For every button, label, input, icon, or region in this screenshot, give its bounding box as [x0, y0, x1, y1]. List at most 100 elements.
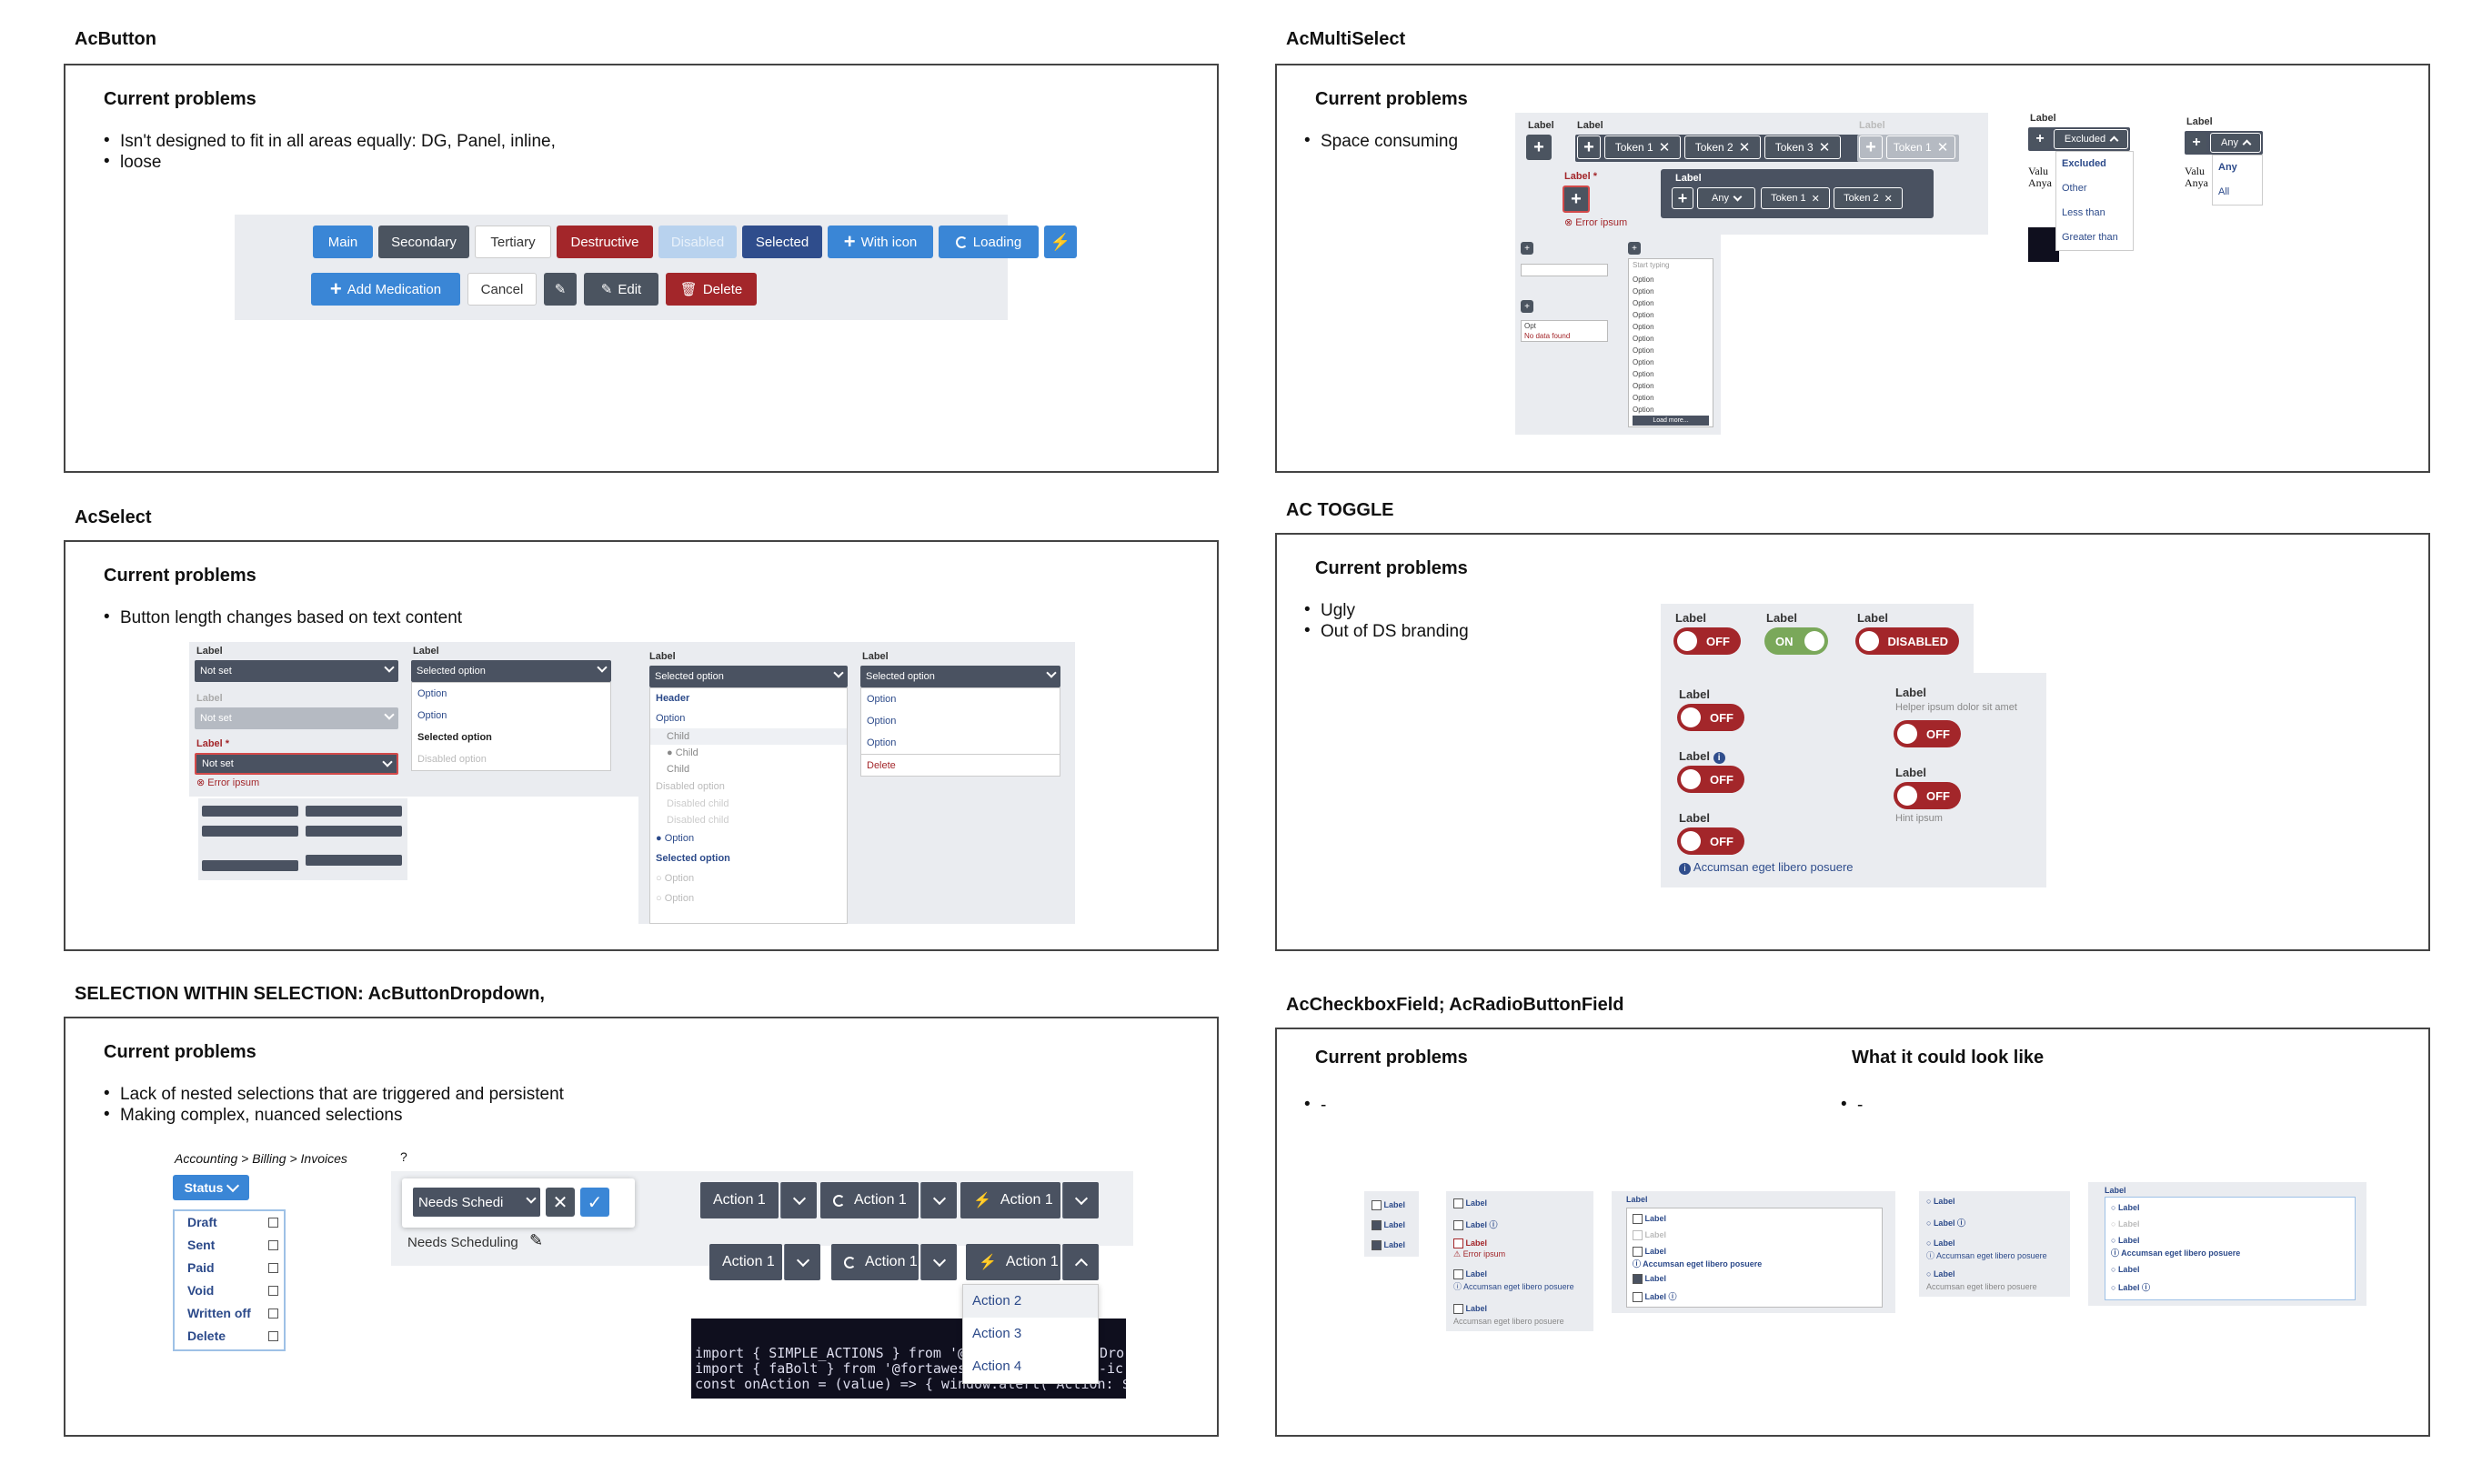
action-bolt-button[interactable]: ⚡Action 1 — [960, 1182, 1060, 1218]
close-icon[interactable]: ✕ — [1658, 140, 1671, 155]
option[interactable]: Option — [1633, 358, 1654, 366]
any-select[interactable]: Any — [1697, 187, 1755, 209]
action-button[interactable]: Action 1 — [700, 1182, 779, 1218]
checkbox-icon[interactable] — [1633, 1214, 1643, 1225]
radio-row[interactable]: ○ Label — [2111, 1265, 2140, 1274]
add-token-button-error[interactable]: + — [1563, 186, 1590, 213]
checkbox-icon[interactable] — [1453, 1304, 1463, 1315]
action-menu-item[interactable]: Action 3 — [972, 1326, 1022, 1341]
selected-option[interactable]: Selected option — [417, 732, 492, 743]
option[interactable]: Option — [867, 694, 897, 705]
mini-select[interactable] — [306, 806, 402, 817]
add-token-button[interactable]: + — [1577, 135, 1601, 159]
needs-scheduling-select[interactable]: Needs Schedi — [413, 1188, 540, 1217]
toggle-off[interactable]: OFF — [1677, 704, 1744, 731]
action-chevron[interactable] — [1062, 1182, 1099, 1218]
checkbox-icon[interactable] — [1633, 1247, 1643, 1258]
add-token-button[interactable]: + — [2030, 129, 2050, 149]
checkbox-row[interactable]: Label — [1633, 1214, 1666, 1225]
checkbox-checked-icon[interactable] — [1633, 1274, 1643, 1285]
option-selected[interactable]: ● Option — [656, 833, 695, 844]
cancel-icon-button[interactable]: ✕ — [546, 1188, 575, 1217]
action-menu-item[interactable]: Action 2 — [963, 1285, 1098, 1318]
action-bolt-button[interactable]: ⚡Action 1 — [966, 1244, 1060, 1280]
error-select[interactable]: Not set — [195, 753, 398, 775]
checkbox-row-info[interactable]: Label ⓘ — [1453, 1218, 1498, 1231]
checkbox-icon[interactable] — [268, 1309, 278, 1319]
checkbox-icon[interactable] — [1453, 1238, 1463, 1249]
confirm-icon-button[interactable]: ✓ — [580, 1188, 609, 1217]
tertiary-button[interactable]: Tertiary — [475, 226, 551, 258]
token-chip[interactable]: Token 1✕ — [1604, 135, 1681, 159]
toggle-off[interactable]: OFF — [1894, 782, 1961, 809]
checkbox-row[interactable]: Label — [1453, 1198, 1487, 1209]
child-option[interactable]: Child — [650, 728, 847, 745]
checkbox-icon[interactable] — [268, 1331, 278, 1341]
mini-select[interactable] — [202, 826, 298, 837]
selected-option-select[interactable]: Selected option — [860, 666, 1060, 687]
action-chevron[interactable] — [920, 1182, 957, 1218]
pencil-icon[interactable]: ✎ — [529, 1231, 544, 1249]
edit-button[interactable]: ✎Edit — [584, 273, 658, 306]
with-icon-button[interactable]: +With icon — [828, 226, 933, 258]
token-chip[interactable]: Token 1✕ — [1761, 187, 1830, 209]
selected-button[interactable]: Selected — [742, 226, 822, 258]
close-icon[interactable]: ✕ — [1811, 193, 1820, 205]
checkbox-icon[interactable] — [1453, 1220, 1463, 1231]
checkbox-row[interactable]: Label — [1633, 1274, 1666, 1285]
mini-input[interactable] — [1521, 264, 1608, 276]
toggle-off[interactable]: OFF — [1894, 720, 1961, 747]
add-token-button[interactable]: + — [1628, 242, 1641, 255]
main-button[interactable]: Main — [313, 226, 373, 258]
checkbox-checked-icon[interactable] — [1372, 1220, 1382, 1231]
excluded-option[interactable]: Excluded — [2062, 158, 2106, 169]
option[interactable]: Option — [1633, 335, 1654, 343]
option[interactable]: Option — [867, 716, 897, 727]
checkbox-icon[interactable] — [268, 1240, 278, 1250]
excluded-option[interactable]: Less than — [2062, 207, 2105, 218]
status-item-delete[interactable]: Delete — [175, 1325, 284, 1348]
selected-option-header[interactable]: Selected option — [656, 853, 730, 864]
status-item-paid[interactable]: Paid — [175, 1257, 284, 1279]
token-chip[interactable]: Token 2✕ — [1834, 187, 1903, 209]
action-loading-button[interactable]: Action 1 — [831, 1244, 919, 1280]
option[interactable]: Option — [1633, 299, 1654, 307]
option[interactable]: Option — [1633, 370, 1654, 378]
radio-row[interactable]: ○ Label — [1926, 1238, 1955, 1248]
checkbox-row-error[interactable]: Label — [1453, 1238, 1487, 1249]
mini-select[interactable] — [202, 860, 298, 871]
option[interactable]: Option — [1633, 382, 1654, 390]
action-button[interactable]: Action 1 — [709, 1244, 782, 1280]
radio-row[interactable]: ○ Label — [2111, 1236, 2140, 1245]
action-chevron[interactable] — [784, 1244, 820, 1280]
start-typing[interactable]: Start typing — [1633, 261, 1670, 269]
checkbox-row[interactable]: Label — [1372, 1200, 1405, 1211]
secondary-button[interactable]: Secondary — [378, 226, 469, 258]
loading-button[interactable]: Loading — [939, 226, 1039, 258]
status-item-sent[interactable]: Sent — [175, 1234, 284, 1257]
checkbox-row[interactable]: Label — [1633, 1247, 1666, 1258]
bolt-icon-button[interactable]: ⚡ — [1044, 226, 1077, 258]
status-item-draft[interactable]: Draft — [175, 1211, 284, 1234]
mini-select[interactable] — [202, 806, 298, 817]
radio-row-info[interactable]: ○ Label ⓘ — [2111, 1283, 2150, 1292]
toggle-off[interactable]: OFF — [1677, 766, 1744, 793]
option[interactable]: Option — [1633, 346, 1654, 355]
checkbox-indeterminate-icon[interactable] — [1372, 1240, 1382, 1251]
option[interactable]: Option — [1633, 394, 1654, 402]
toggle-off[interactable]: OFF — [1673, 627, 1741, 655]
toggle-on[interactable]: ON — [1764, 627, 1828, 655]
any-option[interactable]: Any — [2218, 162, 2237, 173]
option[interactable]: Option — [417, 688, 447, 699]
checkbox-icon[interactable] — [1372, 1200, 1382, 1211]
checkbox-icon[interactable] — [1453, 1269, 1463, 1280]
delete-option[interactable]: Delete — [861, 754, 1060, 776]
close-icon[interactable]: ✕ — [1818, 140, 1831, 155]
checkbox-row-info[interactable]: Label ⓘ — [1633, 1290, 1677, 1303]
info-icon[interactable]: i — [1713, 752, 1725, 764]
any-select[interactable]: Any — [2210, 133, 2261, 153]
token-chip[interactable]: Token 3✕ — [1764, 135, 1841, 159]
action-chevron[interactable] — [920, 1244, 957, 1280]
checkbox-icon[interactable] — [1453, 1198, 1463, 1209]
option[interactable]: Option — [1633, 276, 1654, 284]
